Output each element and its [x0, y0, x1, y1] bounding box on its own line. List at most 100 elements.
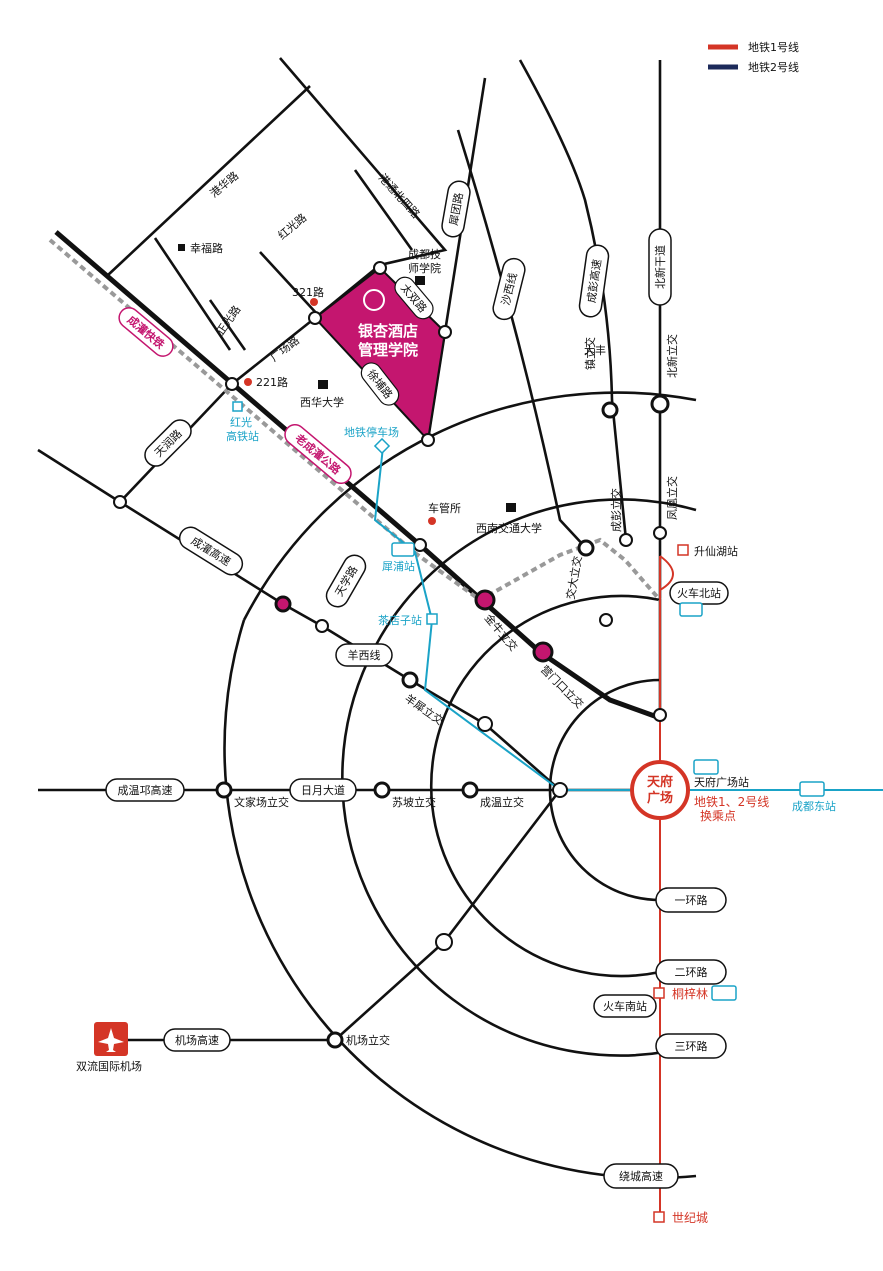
pill-outer-ring: 绕城高速	[603, 1163, 679, 1189]
pill-ring2: 二环路	[655, 959, 727, 985]
swjtu-label: 西南交通大学	[476, 521, 542, 535]
metro-depot-label: 地铁停车场	[344, 425, 399, 439]
huoche-bei-label: 火车北站	[677, 586, 721, 600]
pill-yangxi: 羊西线	[335, 643, 393, 667]
chengdu-dong-label: 成都东站	[792, 799, 836, 813]
pill-tianxue: 天学路	[325, 554, 367, 608]
zhengguang-label: 正光路	[213, 303, 243, 338]
chengpeng-expressway	[518, 59, 628, 541]
xihua-label: 西华大学	[300, 395, 344, 409]
airport-icon	[94, 1022, 128, 1056]
interchange-tianyuan	[113, 495, 127, 509]
hongguang-label: 红光路	[275, 210, 309, 242]
beixin-li-label: 北新立交	[665, 334, 679, 378]
pill-chengguan-gaosu: 成灌高速	[178, 526, 244, 576]
shaxi-line	[456, 129, 587, 549]
interchange-campus-south	[421, 433, 435, 447]
ring3-label: 三环路	[675, 1040, 708, 1053]
xingfu-marker	[178, 244, 185, 251]
interchange-tianxue	[315, 619, 329, 633]
interchange-ring1-west	[552, 782, 568, 798]
outer-ring-label: 绕城高速	[619, 1169, 663, 1183]
ring1-label: 一环路	[675, 894, 708, 907]
jichang-li-label: 机场立交	[346, 1033, 390, 1047]
flower-logo-icon	[363, 289, 385, 311]
huoche-nan-label: 火车南站	[603, 999, 647, 1013]
interchange-ring2-north	[599, 613, 613, 627]
pill-huoche-bei: 火车北站	[669, 581, 729, 605]
ring2-label: 二环路	[675, 966, 708, 979]
ring-roads	[223, 391, 697, 1180]
tongzilin-label: 桐梓林	[672, 986, 708, 1001]
transfer-label-1: 地铁1、2号线	[694, 795, 769, 809]
tianfu-square-hub: 天府 广场	[630, 760, 690, 820]
legend-line2-label: 地铁2号线	[748, 60, 799, 74]
pill-xituan: 犀团路	[441, 180, 471, 238]
legend-line1-label: 地铁1号线	[748, 40, 799, 54]
interchanges	[113, 261, 670, 1049]
interchange-jiaoda	[577, 539, 595, 557]
wenjiachang-label: 文家场立交	[234, 795, 289, 809]
shijicheng-label: 世纪城	[672, 1211, 708, 1225]
r321-marker	[310, 298, 318, 306]
interchange-beixin	[650, 394, 670, 414]
campus-name-line1: 银杏酒店	[358, 322, 418, 340]
school-icon	[318, 276, 516, 512]
interchange-chengguan-ring3	[274, 595, 292, 613]
pill-beixin-gan: 北新干道	[648, 228, 672, 306]
interchange-221	[225, 377, 239, 391]
dafeng-label-2: 镇立交	[583, 337, 597, 370]
interchange-jinniu	[474, 589, 496, 611]
interchange-yangxi	[401, 671, 419, 689]
pill-chengpeng: 成彭高速	[578, 244, 610, 318]
xingfu-label: 幸福路	[190, 241, 223, 255]
pill-ring3: 三环路	[655, 1033, 727, 1059]
interchange-ring1-nw	[477, 716, 493, 732]
chengwenqiong-label: 成温邛高速	[118, 783, 173, 797]
shi-xueyuan-label: 师学院	[408, 261, 441, 275]
stations: 天府 广场	[94, 276, 825, 1223]
guangchang-label: 广场路	[267, 333, 302, 364]
metro-depot-diamond	[373, 437, 391, 455]
riyue-label: 日月大道	[301, 783, 345, 797]
interchange-jichang	[326, 1031, 344, 1049]
jichang-radial	[334, 789, 562, 1041]
road-pills: 一环路 二环路 三环路 绕城高速 成温邛高速 日月大道 机场高速 火车南站	[105, 180, 729, 1189]
dafeng-label-1: 大丰	[584, 343, 606, 357]
pill-chengwenqiong: 成温邛高速	[105, 778, 185, 802]
xihua-grid	[107, 57, 487, 441]
r221-marker	[244, 378, 252, 386]
interchange-campus-east	[438, 325, 452, 339]
ring-3-road	[341, 498, 697, 1057]
tianfu-hub-line2: 广场	[647, 790, 673, 806]
xituan-label: 犀团路	[447, 192, 466, 227]
interchange-ring1-north	[653, 708, 667, 722]
pill-tianyuan: 天润路	[144, 419, 192, 467]
hongguang-station-line1: 红光	[230, 415, 252, 429]
pill-huoche-nan: 火车南站	[593, 994, 657, 1018]
chadianzi-station-square	[426, 613, 438, 625]
pill-shaxi: 沙西线	[492, 257, 526, 321]
interchange-chengwen	[461, 781, 479, 799]
r221-label: 221路	[256, 376, 288, 389]
train-icon	[391, 542, 825, 1001]
xipu-label: 犀浦站	[382, 559, 415, 573]
metro-line1-north	[659, 555, 674, 591]
yangxi-label: 羊西线	[348, 648, 381, 662]
guangchang-road	[231, 316, 316, 386]
labels: 港华路 幸福路 红光路 港通北四路 成都技 师学院 正光路 广场路 321路 2…	[76, 168, 836, 1225]
interchange-campus-north	[373, 261, 387, 275]
chadianzi-label: 茶店子站	[378, 613, 422, 627]
chengpeng-li-label: 成彭立交	[609, 488, 623, 532]
interchange-chengpeng	[619, 533, 633, 547]
tongzilin-station-square	[653, 987, 665, 999]
shengxianhu-label: 升仙湖站	[694, 544, 738, 558]
ring-4-road	[242, 391, 697, 621]
gangnan-label: 港华路	[207, 168, 241, 200]
ring-2-road	[430, 594, 661, 978]
chengdu-ji-label: 成都技	[408, 248, 441, 261]
pill-ring1: 一环路	[655, 887, 727, 913]
hongguang-station-line2: 高铁站	[226, 429, 259, 443]
shijicheng-station-square	[653, 1211, 665, 1223]
